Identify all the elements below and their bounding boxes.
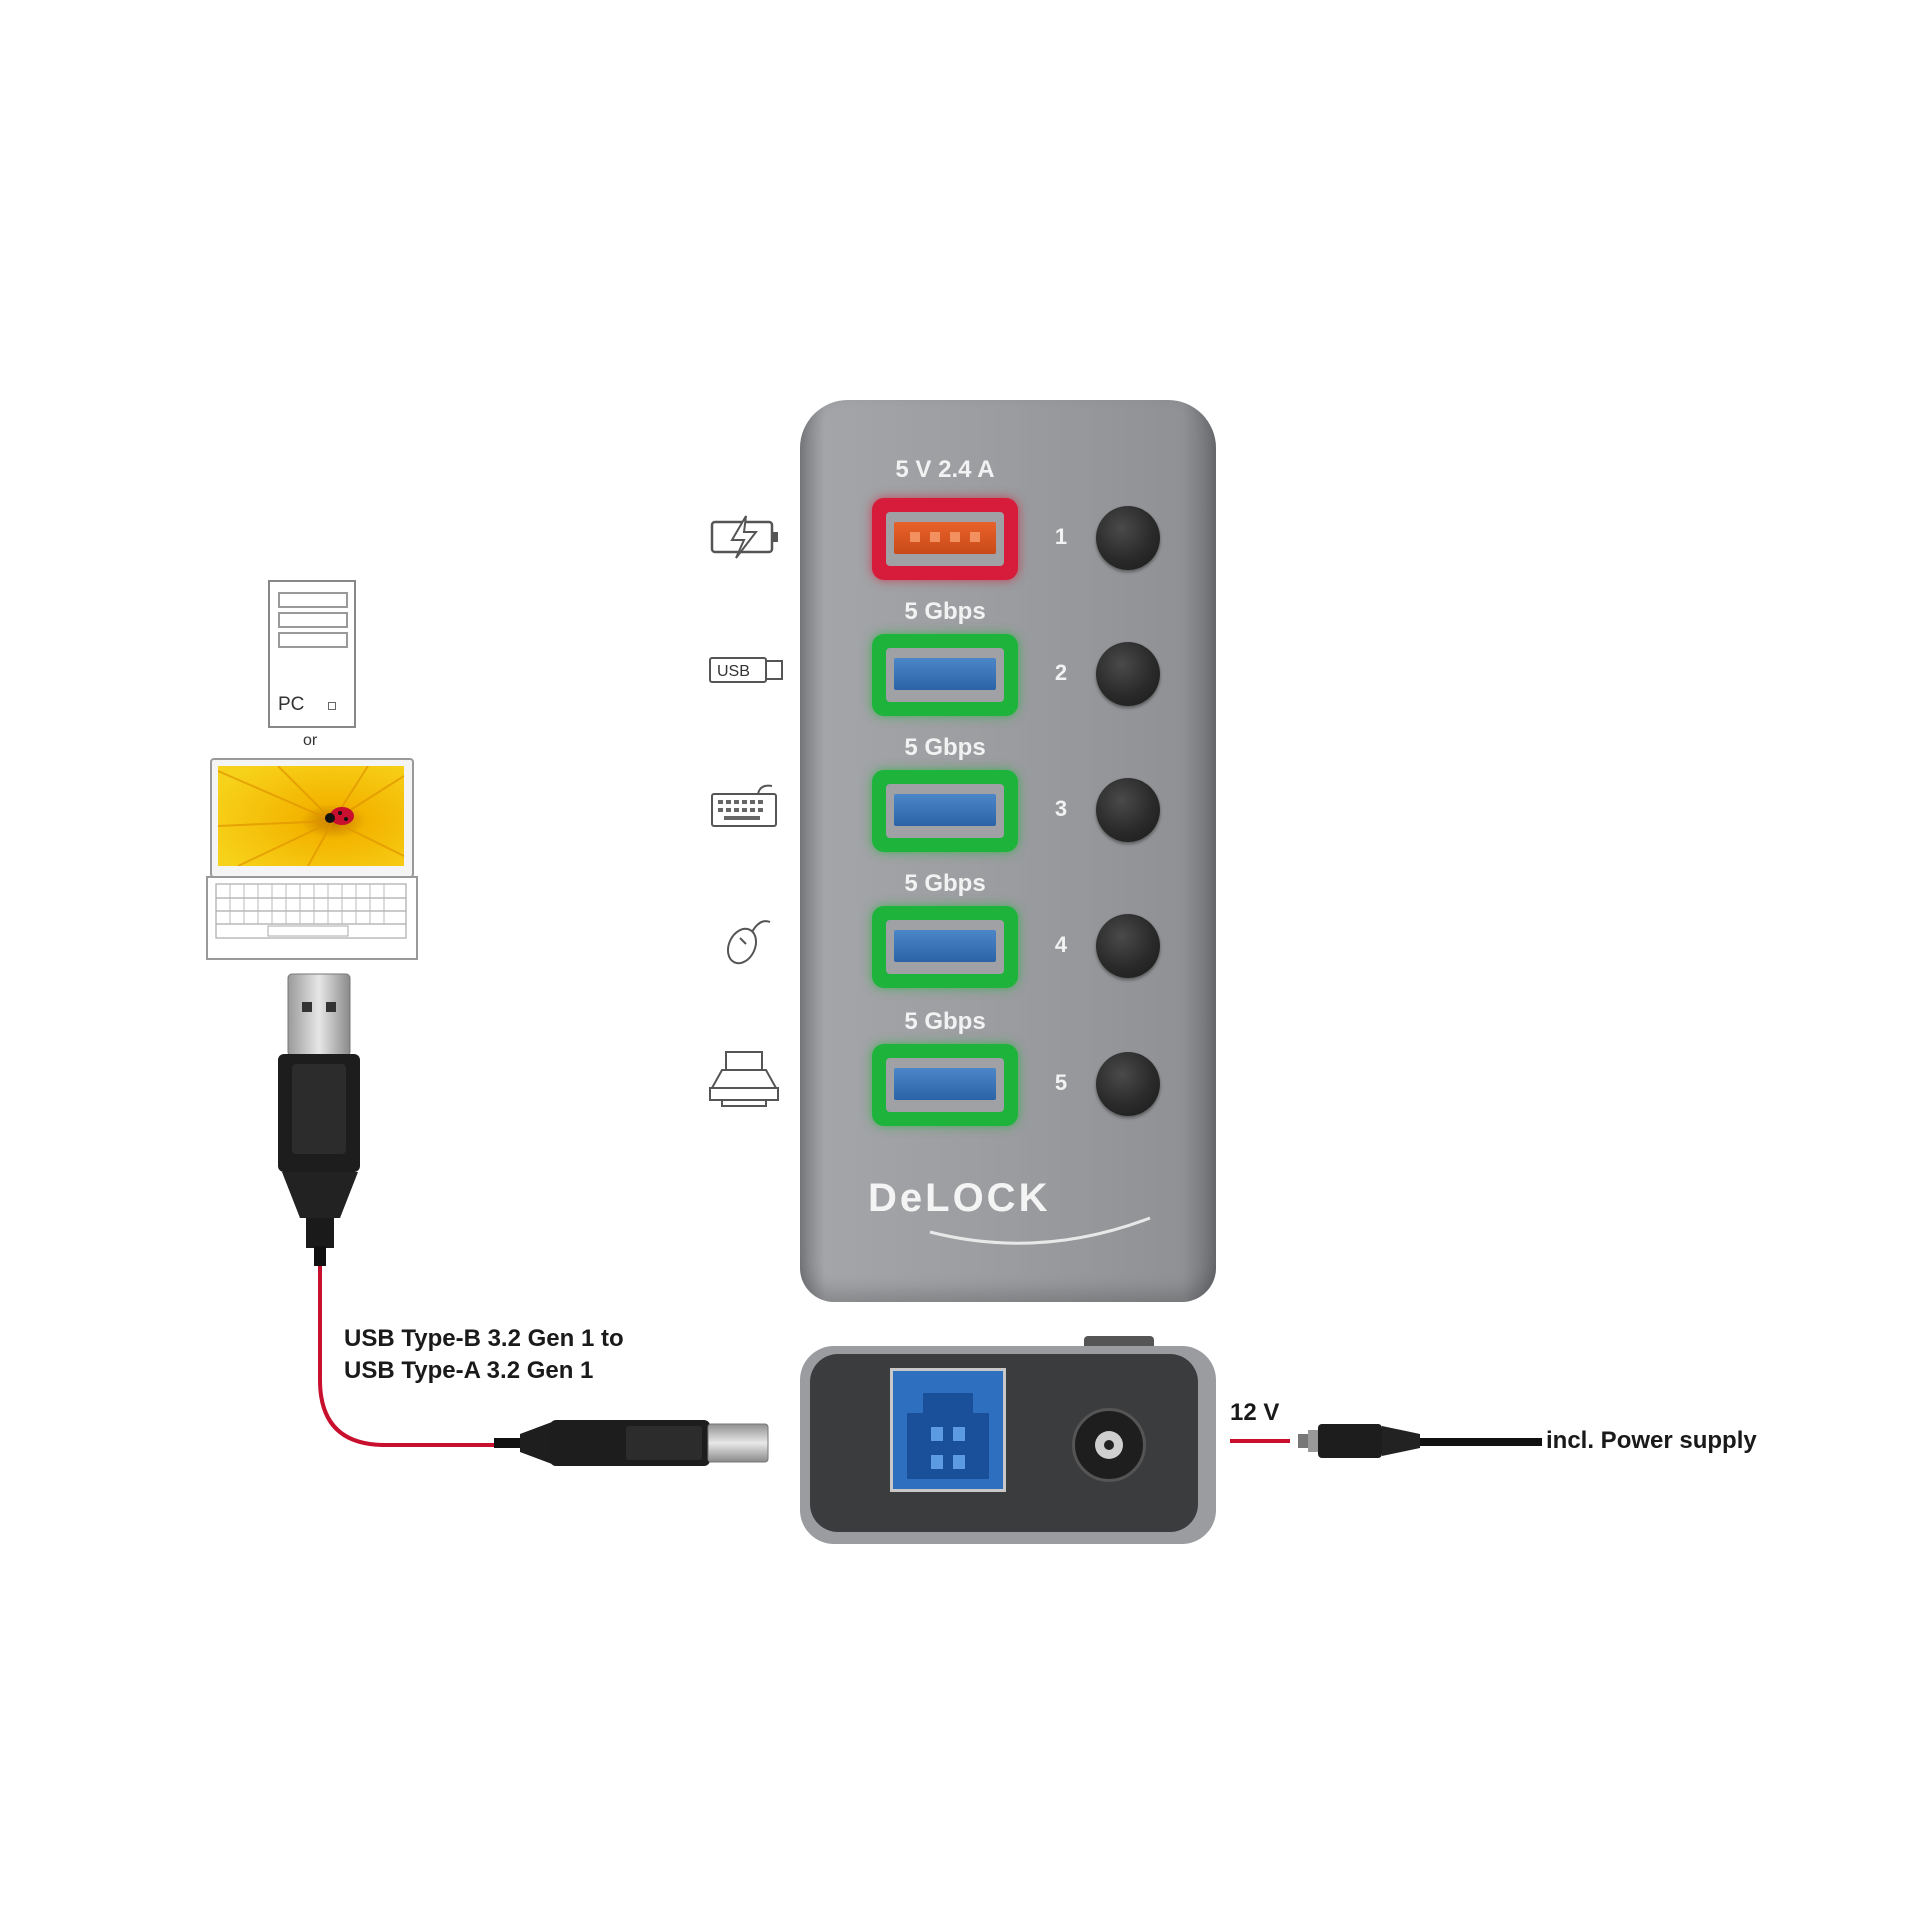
port-rating: 5 Gbps <box>904 734 986 761</box>
port-rating: 5 Gbps <box>904 1008 986 1035</box>
voltage-label: 12 V <box>1230 1399 1280 1426</box>
cable-caption-line2: USB Type-A 3.2 Gen 1 <box>344 1357 594 1384</box>
logo-swoosh <box>929 1216 1151 1245</box>
usb-port-2[interactable] <box>872 634 1018 716</box>
port-number: 4 <box>1054 932 1068 957</box>
keyboard-icon <box>711 784 777 827</box>
battery-charging-icon <box>710 515 778 559</box>
pc-tower-icon <box>268 580 356 728</box>
cable-caption-line1: USB Type-B 3.2 Gen 1 to <box>344 1325 624 1352</box>
usb-port-5[interactable] <box>872 1044 1018 1126</box>
port-switch-3[interactable] <box>1096 778 1160 842</box>
dc-power-jack[interactable] <box>1072 1408 1146 1482</box>
port-number: 3 <box>1054 796 1068 821</box>
power-supply-label: incl. Power supply <box>1546 1427 1757 1454</box>
port-number: 2 <box>1054 660 1068 685</box>
printer-icon <box>709 1051 779 1107</box>
laptop-screen-image <box>218 766 404 866</box>
red-usb-cable-line <box>318 1250 495 1447</box>
laptop-icon <box>206 758 418 960</box>
or-label: or <box>303 732 318 749</box>
port-rating: 5 V 2.4 A <box>895 456 995 483</box>
usb-port-3[interactable] <box>872 770 1018 852</box>
port-switch-2[interactable] <box>1096 642 1160 706</box>
usb3-stick-icon: USB <box>709 657 783 683</box>
mouse-icon <box>726 920 771 965</box>
port-rating: 5 Gbps <box>904 870 986 897</box>
pc-label: PC <box>278 694 305 715</box>
port-number: 5 <box>1054 1070 1068 1095</box>
port-switch-1[interactable] <box>1096 506 1160 570</box>
svg-text:USB: USB <box>717 663 750 680</box>
dc-power-plug <box>1298 1424 1420 1458</box>
brand-logo: DeLOCK <box>868 1176 1051 1220</box>
usb-a-plug <box>278 973 360 1266</box>
usb-b-port[interactable] <box>890 1368 1006 1492</box>
usb-port-4[interactable] <box>872 906 1018 988</box>
port-rating: 5 Gbps <box>904 598 986 625</box>
usb-hub: 5 V 2.4 A 5 Gbps 5 Gbps 5 Gbps 5 Gbps 1 <box>800 400 1216 1302</box>
port-switch-4[interactable] <box>1096 914 1160 978</box>
hub-back-view <box>800 1346 1216 1544</box>
port-number: 1 <box>1054 524 1068 549</box>
port-switch-5[interactable] <box>1096 1052 1160 1116</box>
usb-b-plug <box>494 1420 769 1466</box>
usb-port-1[interactable] <box>872 498 1018 580</box>
